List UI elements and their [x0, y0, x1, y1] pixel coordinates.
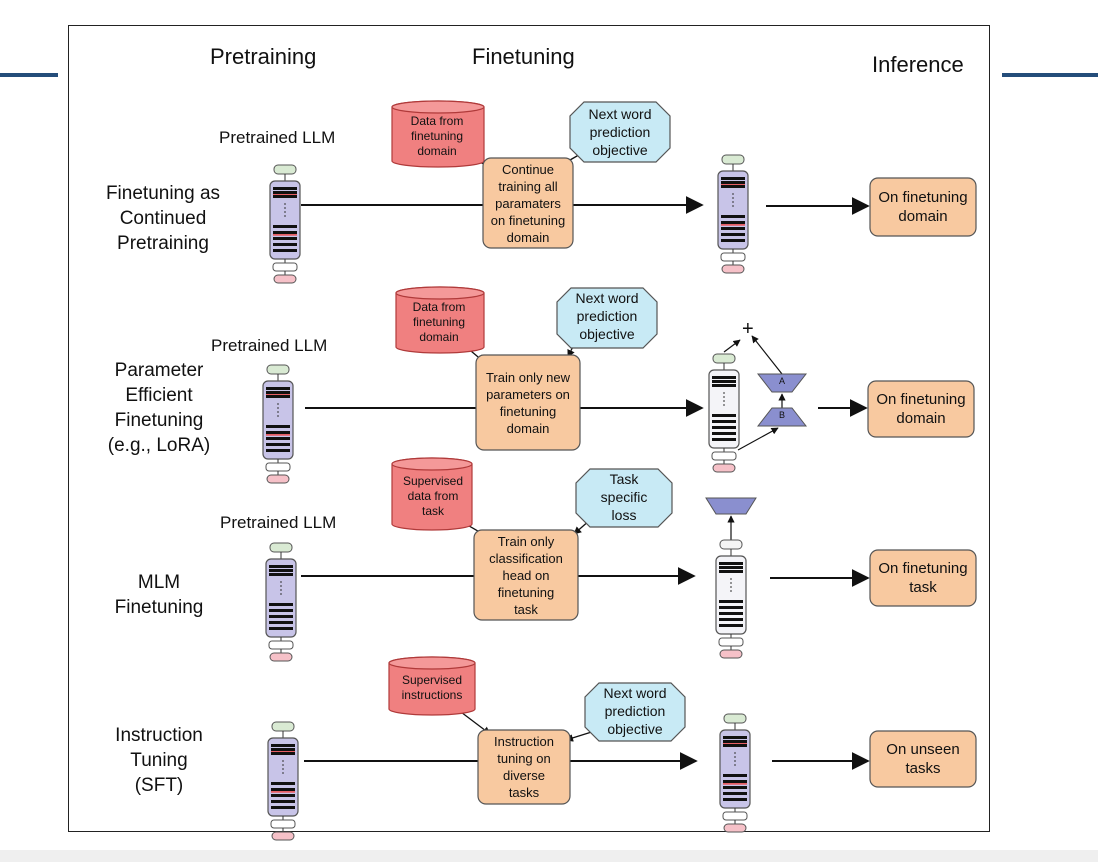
- inference-result-2: On finetuning domain: [876, 391, 966, 427]
- inference-box-3: [869, 549, 977, 607]
- flow-arrow: [751, 335, 783, 375]
- model-input-token: [269, 652, 293, 662]
- data-cylinder-4: [388, 656, 476, 716]
- training-step-4: Instruction tuning on diverse tasks: [494, 734, 554, 800]
- classification-head: [705, 497, 757, 515]
- model-input-token: [723, 823, 747, 833]
- objective-3: Task specific loss: [600, 471, 648, 523]
- left-accent-bar: [0, 73, 58, 77]
- lora-plus-sign: +: [742, 318, 754, 340]
- row-label-instruction-tuning: Instruction Tuning (SFT): [115, 725, 203, 796]
- bottom-band: [0, 850, 1098, 862]
- inference-result-1: On finetuning domain: [878, 189, 968, 225]
- model-top-token: [269, 542, 293, 553]
- objective-octagon-3: [575, 468, 673, 528]
- training-box-2: [475, 354, 581, 451]
- training-step-2: Train only new parameters on finetuning …: [485, 369, 571, 436]
- inference-box-2: [867, 380, 975, 438]
- data-cylinder-3: [391, 457, 473, 531]
- model-input-token: [712, 463, 736, 473]
- inference-box-1: [869, 177, 977, 237]
- data-cylinder-1: [391, 100, 485, 168]
- lora-matrix-a-label: A: [778, 376, 785, 386]
- data-source-3: Supervised data from task: [402, 473, 464, 518]
- model-top-token: [273, 164, 297, 175]
- pretrained-model-icon-3: [265, 542, 297, 662]
- instruction-tuned-model-icon-4: [719, 713, 751, 833]
- row-label-continued-pretraining: Finetuning as Continued Pretraining: [105, 183, 221, 254]
- lora-matrix-b: [756, 407, 808, 427]
- objective-4: Next word prediction objective: [603, 685, 667, 737]
- right-accent-bar: [1002, 73, 1098, 77]
- model-top-token: [719, 539, 743, 550]
- model-top-token: [723, 713, 747, 724]
- arrows-layer: [301, 149, 870, 770]
- objective-octagon-4: [584, 682, 686, 742]
- classifier-model-icon-3: [715, 539, 747, 659]
- model-input-token: [273, 274, 297, 284]
- row-label-mlm-finetuning: MLM Finetuning: [114, 572, 204, 618]
- data-cylinder-2: [395, 286, 485, 354]
- lora-matrix-b-label: B: [778, 410, 785, 420]
- objective-octagon-2: [556, 287, 658, 349]
- inference-result-3: On finetuning task: [878, 560, 968, 596]
- model-input-token: [271, 831, 295, 841]
- shapes-layer: [262, 100, 977, 841]
- pretrained-llm-label-3: Pretrained LLM: [220, 513, 337, 532]
- inference-result-4: On unseen tasks: [886, 741, 960, 777]
- row-label-parameter-efficient: Parameter Efficient Finetuning (e.g., Lo…: [107, 360, 211, 456]
- column-title-pretraining: Pretraining: [210, 44, 317, 69]
- pretrained-llm-label-1: Pretrained LLM: [219, 128, 336, 147]
- model-input-token: [266, 474, 290, 484]
- inference-box-4: [869, 730, 977, 788]
- model-input-token: [721, 264, 745, 274]
- column-title-inference: Inference: [872, 52, 964, 77]
- lora-matrix-a: [756, 373, 808, 393]
- training-box-4: [477, 729, 571, 805]
- finetuned-model-icon-1: [717, 154, 749, 274]
- objective-octagon-1: [569, 101, 671, 163]
- training-step-3: Train only classification head on finetu…: [489, 533, 563, 617]
- training-box-3: [473, 529, 579, 621]
- model-top-token: [712, 353, 736, 364]
- pretrained-model-icon-2: [262, 364, 294, 484]
- model-top-token: [271, 721, 295, 732]
- lora-model-icon-2: [708, 353, 740, 473]
- model-top-token: [266, 364, 290, 375]
- objective-1: Next word prediction objective: [588, 106, 652, 158]
- training-step-1: Continue training all paramaters on fine…: [490, 161, 566, 245]
- objective-2: Next word prediction objective: [575, 290, 639, 342]
- flow-arrow: [737, 427, 779, 451]
- model-input-token: [719, 649, 743, 659]
- data-source-2: Data from finetuning domain: [412, 299, 466, 344]
- pretrained-model-icon-4: [267, 721, 299, 841]
- data-source-1: Data from finetuning domain: [410, 113, 464, 158]
- model-top-token: [721, 154, 745, 165]
- column-title-finetuning: Finetuning: [472, 44, 575, 69]
- training-box-1: [482, 157, 574, 249]
- flow-arrow: [723, 339, 741, 353]
- pretrained-model-icon-1: [269, 164, 301, 284]
- pretrained-llm-label-2: Pretrained LLM: [211, 336, 328, 355]
- data-source-4: Supervised instructions: [401, 673, 463, 702]
